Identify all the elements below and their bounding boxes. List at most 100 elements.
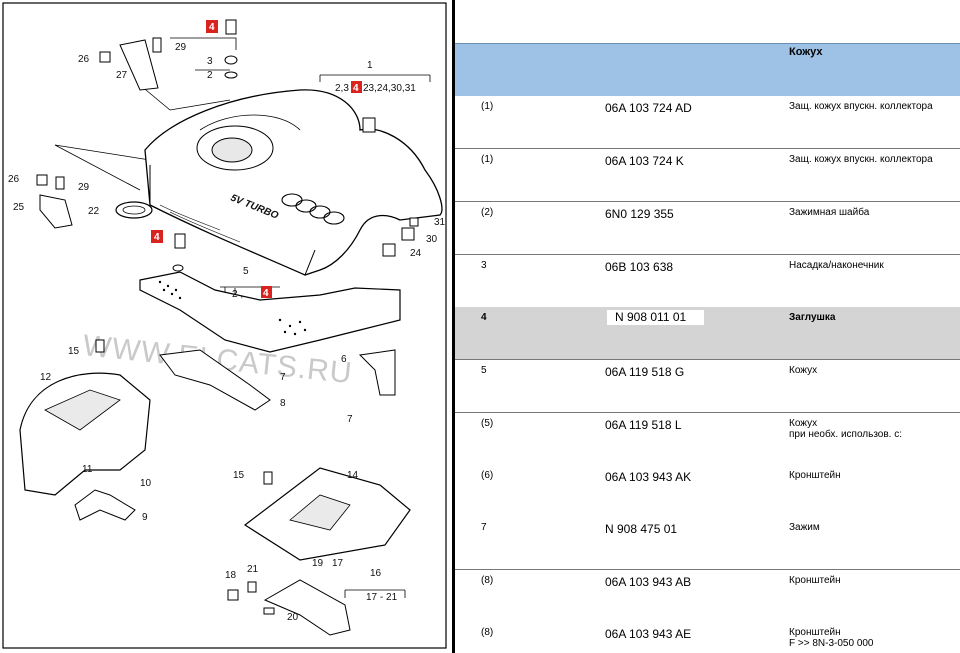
highlight-badge-group5 bbox=[261, 286, 272, 298]
row-position: 4 bbox=[481, 312, 487, 323]
row-description: Защ. кожух впускн. коллектора bbox=[789, 101, 933, 112]
table-row[interactable]: (2) 6N0 129 355 Зажимная шайба bbox=[455, 202, 960, 255]
engine-cover: 5V TURBO bbox=[144, 89, 443, 276]
highlight-badge-top bbox=[206, 20, 218, 33]
row-position: (8) bbox=[481, 575, 494, 586]
row-part-number[interactable]: 06A 103 724 K bbox=[605, 154, 684, 168]
callout-21: 21 bbox=[247, 564, 259, 575]
row-part-number[interactable]: 06A 103 943 AE bbox=[605, 627, 692, 641]
header-description: Кожух bbox=[789, 46, 823, 58]
callout-15a: 15 bbox=[68, 346, 80, 357]
callout-27: 27 bbox=[116, 70, 128, 81]
row-part-number[interactable]: 06A 119 518 L bbox=[605, 418, 682, 432]
table-row[interactable]: 7 N 908 475 01 Зажим bbox=[455, 517, 960, 570]
callout-14: 14 bbox=[347, 470, 359, 481]
callout-29b: 29 bbox=[78, 182, 90, 193]
highlight-badge-top-label: 4 bbox=[209, 22, 215, 33]
row-position: (6) bbox=[481, 470, 494, 481]
bracket-6 bbox=[358, 349, 396, 396]
callout-26a: 26 bbox=[78, 54, 90, 65]
row-description: Кронштейн bbox=[789, 470, 841, 481]
row-description: Защ. кожух впускн. коллектора bbox=[789, 154, 933, 165]
highlight-badge-mid-label: 4 bbox=[154, 232, 160, 243]
row-part-number[interactable]: N 908 475 01 bbox=[605, 522, 678, 536]
callout-20: 20 bbox=[287, 612, 299, 623]
row-position: 7 bbox=[481, 522, 487, 533]
callout-16: 16 bbox=[370, 568, 382, 579]
callout-10: 10 bbox=[140, 478, 152, 489]
group-ref-5: 2 , bbox=[232, 289, 243, 300]
callout-12: 12 bbox=[40, 372, 52, 383]
row-description: Заглушка bbox=[789, 312, 836, 323]
table-row[interactable]: (8) 06A 103 943 AE Кронштейн F >> 8N-3-0… bbox=[455, 622, 960, 653]
washer-22 bbox=[115, 201, 153, 219]
row-position: (1) bbox=[481, 101, 494, 112]
callout-11: 11 bbox=[82, 464, 93, 475]
exploded-parts-diagram: WWW.ELCATS.RU bbox=[0, 0, 455, 653]
bracket-27 bbox=[119, 39, 159, 91]
diagram-canvas: WWW.ELCATS.RU bbox=[2, 2, 447, 649]
callout-3: 3 bbox=[207, 56, 213, 67]
bracket-25 bbox=[39, 194, 73, 229]
table-row[interactable]: (8) 06A 103 943 AB Кронштейн bbox=[455, 570, 960, 623]
callout-7b: 7 bbox=[347, 414, 353, 425]
callout-1: 1 bbox=[367, 60, 373, 71]
callout-7a: 7 bbox=[280, 372, 286, 383]
callout-2: 2 bbox=[207, 70, 213, 81]
highlight-badge-mid bbox=[151, 230, 163, 243]
bracket-9 bbox=[74, 489, 136, 521]
callout-26b: 26 bbox=[8, 174, 20, 185]
callout-17: 17 bbox=[332, 558, 344, 569]
row-description: Кронштейн F >> 8N-3-050 000 bbox=[789, 627, 874, 649]
row-description: Насадка/наконечник bbox=[789, 260, 884, 271]
callout-24: 24 bbox=[410, 248, 422, 259]
bracket-16 bbox=[263, 579, 351, 636]
row-part-number[interactable]: 6N0 129 355 bbox=[605, 207, 674, 221]
row-part-number[interactable]: 06A 103 943 AK bbox=[605, 470, 692, 484]
row-description: Кожух при необх. использов. с: bbox=[789, 418, 903, 440]
table-row-selected[interactable]: 4 N 908 011 01 Заглушка bbox=[455, 307, 960, 360]
table-row[interactable]: 5 06A 119 518 G Кожух bbox=[455, 360, 960, 413]
row-part-number[interactable]: 06A 103 943 AB bbox=[605, 575, 692, 589]
group-ref-16: 17 - 21 bbox=[366, 592, 398, 603]
row-position: 3 bbox=[481, 260, 487, 271]
group-ref-1-b: 23,24,30,31 bbox=[363, 83, 416, 94]
bracket-8 bbox=[159, 349, 271, 411]
callout-22: 22 bbox=[88, 206, 100, 217]
callout-8: 8 bbox=[280, 398, 286, 409]
row-position: (1) bbox=[481, 154, 494, 165]
row-position: (2) bbox=[481, 207, 494, 218]
callout-5: 5 bbox=[243, 266, 249, 277]
callout-18: 18 bbox=[225, 570, 237, 581]
table-row[interactable]: (5) 06A 119 518 L Кожух при необх. испол… bbox=[455, 413, 960, 466]
callout-25: 25 bbox=[13, 202, 25, 213]
callout-9: 9 bbox=[142, 512, 148, 523]
cover-12 bbox=[19, 372, 151, 496]
callout-31: 31 bbox=[434, 217, 446, 228]
callout-labels: 1 2 3 5 6 7 7 8 9 10 11 12 14 15 15 16 1… bbox=[8, 42, 446, 623]
parts-table-header: Кожух bbox=[455, 43, 960, 97]
heat-shield bbox=[139, 271, 401, 353]
row-part-number[interactable]: 06A 103 724 AD bbox=[605, 101, 692, 115]
panel-divider bbox=[452, 0, 455, 653]
row-position: 5 bbox=[481, 365, 487, 376]
parts-table: Кожух (1) 06A 103 724 AD Защ. кожух впус… bbox=[455, 0, 960, 653]
highlight-badge-group1-label: 4 bbox=[353, 83, 359, 94]
table-row[interactable]: (1) 06A 103 724 K Защ. кожух впускн. кол… bbox=[455, 149, 960, 202]
row-part-number[interactable]: N 908 011 01 bbox=[607, 310, 705, 325]
row-description: Зажимная шайба bbox=[789, 207, 870, 218]
row-position: (5) bbox=[481, 418, 494, 429]
table-row[interactable]: 3 06B 103 638 Насадка/наконечник bbox=[455, 255, 960, 308]
callout-19: 19 bbox=[312, 558, 324, 569]
small-fasteners bbox=[36, 19, 419, 615]
table-row[interactable]: (6) 06A 103 943 AK Кронштейн bbox=[455, 465, 960, 518]
row-description: Зажим bbox=[789, 522, 820, 533]
group-ref-1-a: 2,3 bbox=[335, 83, 349, 94]
row-part-number[interactable]: 06A 119 518 G bbox=[605, 365, 685, 379]
row-part-number[interactable]: 06B 103 638 bbox=[605, 260, 674, 274]
diagram-frame bbox=[2, 2, 447, 649]
table-row[interactable]: (1) 06A 103 724 AD Защ. кожух впускн. ко… bbox=[455, 96, 960, 149]
callout-6: 6 bbox=[341, 354, 347, 365]
highlight-badge-group1 bbox=[351, 81, 362, 93]
row-position: (8) bbox=[481, 627, 494, 638]
